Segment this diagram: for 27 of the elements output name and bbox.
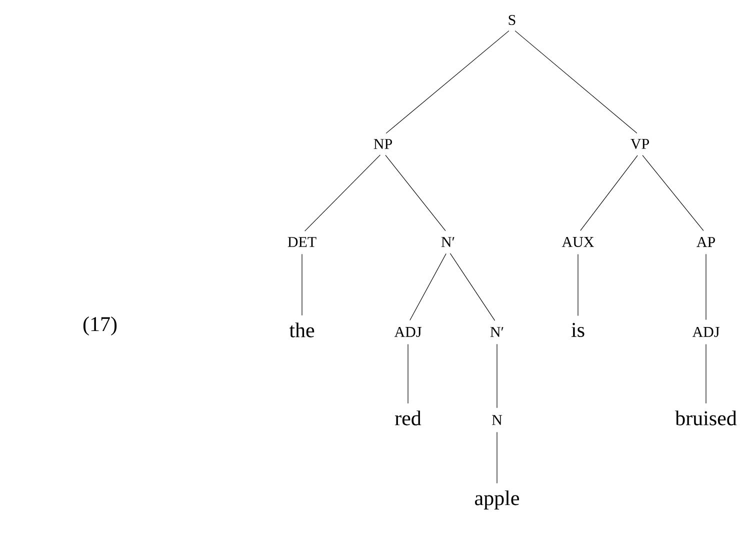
tree-branch — [514, 30, 638, 134]
category-label: AP — [696, 237, 715, 247]
category-label: ADJ — [394, 326, 422, 338]
tree-branch — [304, 154, 380, 232]
tree-branch — [385, 154, 446, 232]
category-label: N — [492, 415, 502, 425]
category-label: N′ — [441, 237, 454, 247]
tree-branch — [496, 432, 498, 484]
category-label: ADJ — [692, 326, 720, 338]
category-label: VP — [630, 138, 649, 149]
word-label: apple — [475, 490, 520, 510]
category-label: NP — [374, 139, 392, 149]
tree-branch — [580, 155, 638, 231]
word-label: bruised — [675, 410, 737, 426]
tree-branch — [450, 253, 496, 321]
category-label: S — [508, 14, 516, 26]
tree-branch — [386, 30, 510, 134]
example-number: (17) — [83, 316, 117, 336]
word-label: is — [571, 322, 584, 338]
category-label: AUX — [562, 236, 594, 248]
category-label: DET — [288, 237, 316, 247]
tree-branch — [496, 344, 498, 408]
tree-branch — [410, 253, 446, 321]
word-label: the — [289, 322, 314, 338]
tree-branch — [642, 155, 704, 232]
category-label: N′ — [490, 327, 504, 337]
word-label: red — [395, 410, 422, 426]
